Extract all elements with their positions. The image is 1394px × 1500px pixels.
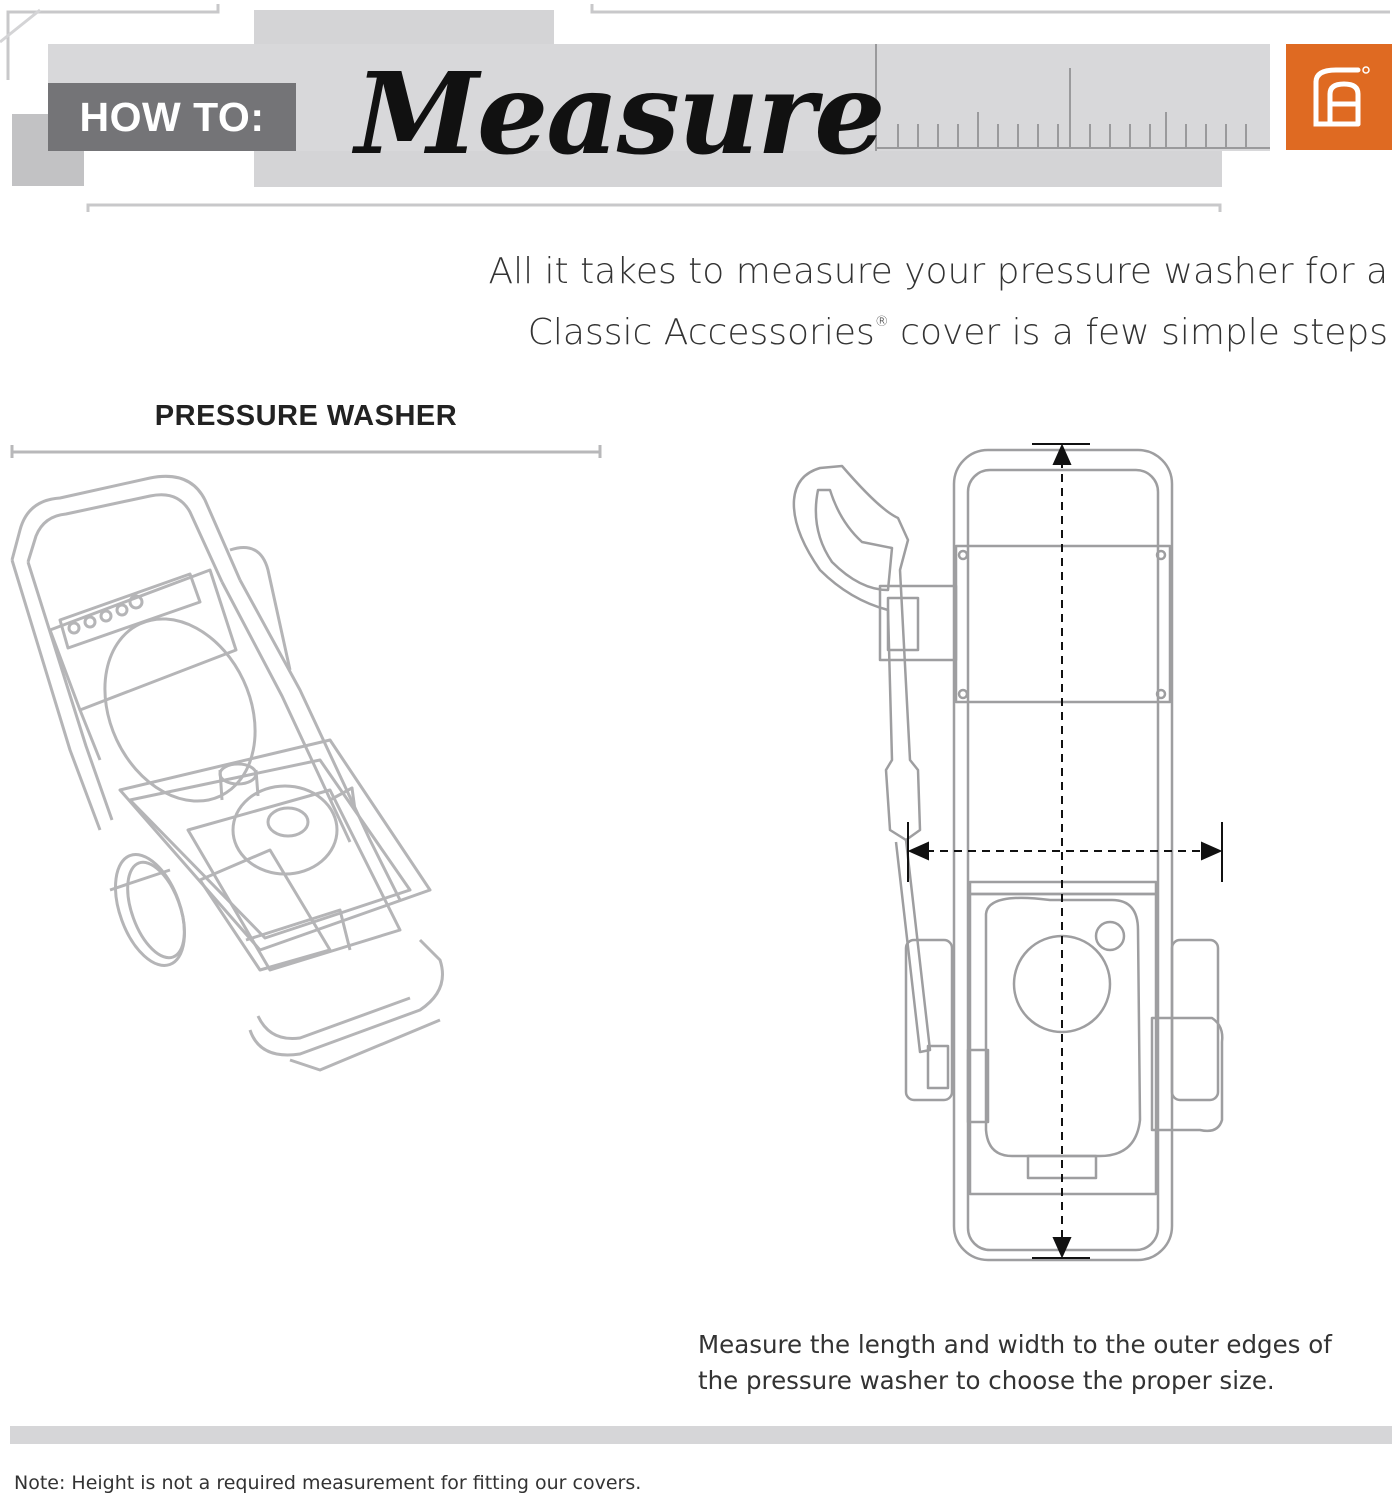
caption-line-2: the pressure washer to choose the proper… (698, 1366, 1275, 1395)
intro-line-2-rest: cover is a few simple steps (888, 312, 1388, 353)
pressure-washer-top-view-diagram (792, 443, 1224, 1262)
howto-label: HOW TO: (48, 83, 296, 151)
section-underline (10, 445, 602, 458)
classic-accessories-logo (1286, 44, 1392, 150)
page-title: Measure (355, 49, 886, 180)
caption-line-1: Measure the length and width to the oute… (698, 1330, 1332, 1359)
section-title: PRESSURE WASHER (154, 400, 458, 432)
intro-line-2: Classic Accessories® cover is a few simp… (428, 297, 1388, 358)
header-band-top (254, 10, 554, 44)
intro-line-1: All it takes to measure your pressure wa… (488, 251, 1388, 292)
footer-divider (10, 1426, 1392, 1444)
intro-text: All it takes to measure your pressure wa… (428, 246, 1388, 358)
header-frame-lines (0, 4, 1390, 212)
measure-instructions: Measure the length and width to the oute… (698, 1327, 1378, 1399)
footer-note: Note: Height is not a required measureme… (14, 1472, 642, 1494)
registered-mark: ® (874, 314, 889, 330)
logo-mark-icon (1313, 66, 1370, 127)
pressure-washer-perspective-illustration (10, 474, 444, 1072)
header-band-bottom (254, 151, 1222, 187)
ruler-icon (875, 44, 1270, 151)
brand-name: Classic Accessories (527, 312, 875, 353)
